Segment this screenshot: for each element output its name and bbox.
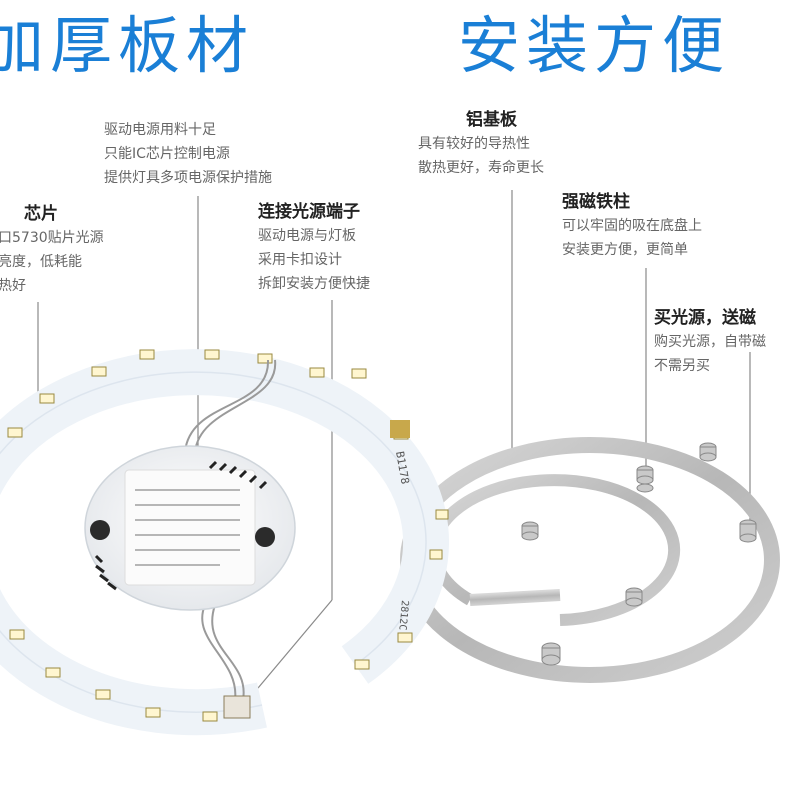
callout-light-title: 买光源，送磁	[654, 308, 756, 328]
callout-aluminum-board: 铝基板 具有较好的导热性 散热更好，寿命更长	[418, 108, 544, 180]
callout-chip-line-1: 口5730贴片光源	[0, 230, 104, 246]
callout-light-source-gift: 买光源，送磁 购买光源，自带磁 不需另买	[654, 306, 766, 378]
callout-chip-line-3: 热好	[0, 278, 26, 294]
callout-magnet-line-1: 可以牢固的吸在底盘上	[562, 218, 702, 234]
headline-easy-install: 安装方便	[458, 9, 731, 82]
callout-driver-power-line-2: 只能IC芯片控制电源	[104, 146, 230, 162]
headline-thick-board: 加厚板材	[0, 9, 255, 82]
callout-driver-power-line-1: 驱动电源用料十足	[104, 122, 216, 138]
led-chips	[7, 349, 449, 722]
callout-magnet-title: 强磁铁柱	[562, 192, 630, 212]
callout-aluminum-line-1: 具有较好的导热性	[418, 136, 530, 152]
pcb-label-2812c: 2812C	[396, 600, 410, 631]
callout-chip-line-2: 亮度，低耗能	[0, 254, 82, 270]
pcb-connector-pad	[390, 420, 410, 438]
led-ring-board	[0, 349, 450, 736]
callout-chip-title: 芯片	[24, 204, 58, 224]
vent-slots	[94, 460, 268, 591]
callout-light-line-2: 不需另买	[654, 358, 710, 374]
callout-connector: 连接光源端子 驱动电源与灯板 采用卡扣设计 拆卸安装方便快捷	[258, 200, 370, 296]
magnet-pillars	[427, 442, 757, 666]
callout-driver-power-line-3: 提供灯具多项电源保护措施	[104, 170, 272, 186]
callout-driver-power: 驱动电源用料十足 只能IC芯片控制电源 提供灯具多项电源保护措施	[104, 118, 272, 190]
callout-connector-line-3: 拆卸安装方便快捷	[258, 276, 370, 292]
pcb-label-b1178: B1178	[393, 450, 412, 485]
callout-light-line-1: 购买光源，自带磁	[654, 334, 766, 350]
driver-power-unit	[84, 445, 296, 611]
light-source-terminal	[223, 695, 251, 719]
callout-connector-line-1: 驱动电源与灯板	[258, 228, 356, 244]
metal-bracket	[400, 437, 780, 683]
callout-aluminum-title: 铝基板	[466, 110, 517, 130]
callout-connector-line-2: 采用卡扣设计	[258, 252, 342, 268]
callout-magnet-pillar: 强磁铁柱 可以牢固的吸在底盘上 安装更方便，更简单	[562, 190, 702, 262]
callout-connector-title: 连接光源端子	[258, 202, 360, 222]
driver-wires	[184, 359, 277, 701]
callout-chip: 芯片 口5730贴片光源 亮度，低耗能 热好	[0, 202, 104, 298]
callout-magnet-line-2: 安装更方便，更简单	[562, 242, 688, 258]
callout-leader-lines	[37, 190, 751, 701]
callout-aluminum-line-2: 散热更好，寿命更长	[418, 160, 544, 176]
